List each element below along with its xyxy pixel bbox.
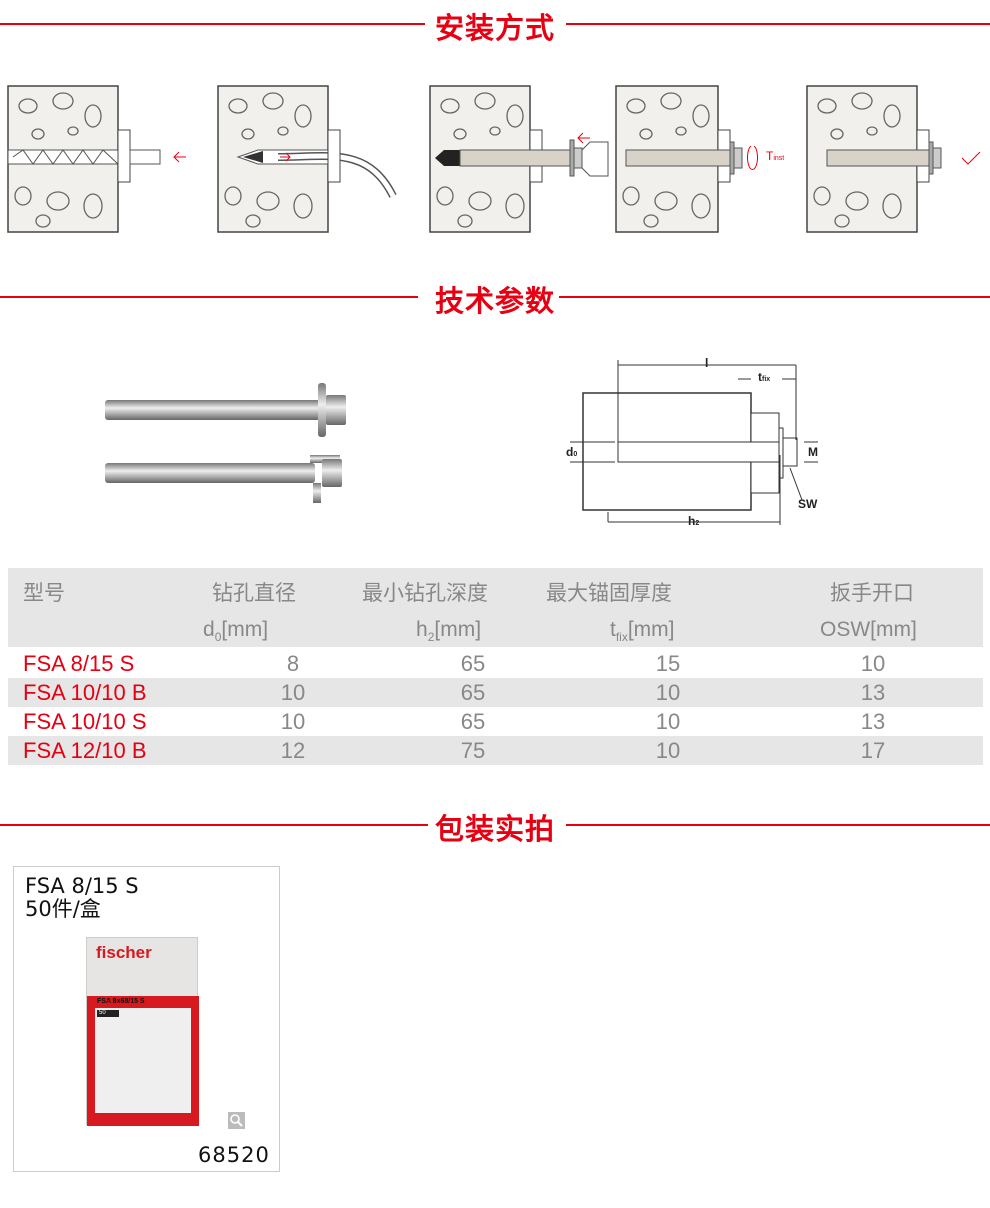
spec-table: 型号 钻孔直径 最小钻孔深度 最大锚固厚度 扳手开口 d0[mm] h2[mm]… [8, 568, 983, 765]
cell-tfix: 10 [655, 709, 681, 734]
cell-tfix: 10 [655, 680, 681, 705]
unit-d0: d0[mm] [203, 618, 269, 645]
table-row: FSA 10/10 B 10 65 10 13 [8, 678, 983, 707]
cell-model: FSA 10/10 S [23, 709, 147, 734]
header-tfix: 最大锚固厚度 [546, 581, 672, 605]
step-4-tighten: Tinst [615, 85, 784, 233]
divider [0, 824, 428, 826]
svg-text:d0: d0 [566, 445, 577, 459]
step-2-clean [217, 85, 397, 233]
unit-tfix: tfix[mm] [610, 618, 675, 645]
cell-d0: 10 [280, 680, 306, 705]
section-title: 安装方式 [434, 11, 555, 45]
header-d0: 钻孔直径 [212, 581, 296, 605]
cell-d0: 8 [286, 651, 300, 676]
cell-h2: 75 [460, 738, 486, 763]
install-steps: Tinst [7, 85, 981, 233]
divider [566, 23, 990, 25]
cell-osw: 17 [860, 738, 886, 763]
cell-model: FSA 8/15 S [23, 651, 135, 676]
cell-d0: 12 [280, 738, 306, 763]
dim-l: l [705, 356, 708, 370]
table-row: FSA 12/10 B 12 75 10 17 [8, 736, 983, 765]
svg-text:SW: SW [798, 497, 818, 511]
section-tech: 技术参数 [0, 276, 990, 318]
divider [559, 296, 990, 298]
section-install: 安装方式 [0, 3, 990, 45]
cell-model: FSA 10/10 B [23, 680, 147, 705]
svg-text:M: M [808, 445, 818, 459]
divider [0, 23, 425, 25]
cell-osw: 13 [860, 709, 886, 734]
cell-h2: 65 [460, 651, 486, 676]
product-name: FSA 8/15 S [25, 874, 139, 898]
cell-model: FSA 12/10 B [23, 738, 147, 763]
anchor-s-image [105, 383, 346, 437]
table-header: 型号 钻孔直径 最小钻孔深度 最大锚固厚度 扳手开口 d0[mm] h2[mm]… [8, 568, 983, 647]
table-row: FSA 10/10 S 10 65 10 13 [8, 707, 983, 736]
unit-h2: h2[mm] [416, 618, 482, 645]
cell-osw: 13 [860, 680, 886, 705]
section-title: 技术参数 [434, 284, 555, 318]
header-model: 型号 [23, 581, 65, 605]
cell-osw: 10 [860, 651, 886, 676]
step-3-insert [429, 85, 609, 233]
header-osw: 扳手开口 [830, 581, 914, 605]
divider [0, 296, 418, 298]
anchor-b-image [105, 455, 342, 503]
unit-osw: OSW[mm] [820, 618, 917, 641]
box-count: 50 [97, 1010, 119, 1017]
step-1-drill [7, 85, 186, 233]
table-row: FSA 8/15 S 8 65 15 10 [8, 649, 983, 678]
svg-text:h2: h2 [688, 514, 699, 528]
dimension-diagram: l tfix d0 M SW h2 [566, 356, 818, 528]
section-title: 包装实拍 [434, 812, 555, 846]
svg-text:tfix: tfix [758, 370, 770, 384]
header-h2: 最小钻孔深度 [362, 581, 488, 605]
cell-d0: 10 [280, 709, 306, 734]
check-icon [961, 151, 981, 165]
box-label: FSA 8x68/15 S [97, 998, 145, 1005]
torque-label: Tinst [766, 149, 784, 163]
cell-tfix: 10 [655, 738, 681, 763]
anchor-product-image [105, 383, 346, 503]
product-qty: 50件/盒 [25, 897, 101, 921]
product-card[interactable]: FSA 8/15 S 50件/盒 fischer FSA 8x68/15 S 5… [13, 866, 280, 1172]
cell-tfix: 15 [655, 651, 681, 676]
section-package: 包装实拍 [0, 804, 990, 846]
zoom-icon[interactable] [228, 1112, 245, 1129]
cell-h2: 65 [460, 709, 486, 734]
cell-h2: 65 [460, 680, 486, 705]
divider [566, 824, 990, 826]
brand-logo: fischer [96, 943, 152, 962]
package-image: fischer FSA 8x68/15 S 50 [86, 937, 199, 1126]
step-5-done [806, 85, 981, 233]
product-code: 68520 [198, 1143, 270, 1167]
